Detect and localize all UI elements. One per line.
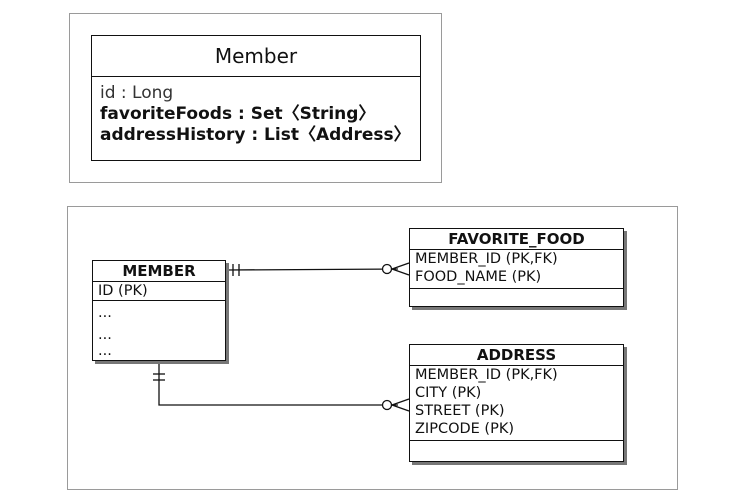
crow-foot-mark xyxy=(391,398,410,406)
address-entity-column: MEMBER_ID (PK,FK) xyxy=(415,367,558,383)
attribute-favorite-foods: favoriteFoods : Set〈String〉 xyxy=(100,104,376,124)
zero-optional-mark xyxy=(381,399,393,411)
address-entity-name: ADDRESS xyxy=(410,345,623,366)
address-entity-column: ZIPCODE (PK) xyxy=(415,421,514,437)
member-entity-column: ... xyxy=(98,343,112,359)
crow-foot-mark xyxy=(391,404,410,412)
favorite-food-entity-column: MEMBER_ID (PK,FK) xyxy=(415,251,558,267)
favorite-food-entity-columns: MEMBER_ID (PK,FK) FOOD_NAME (PK) xyxy=(410,250,623,289)
member-address-relation xyxy=(153,362,410,412)
address-entity-column: CITY (PK) xyxy=(415,385,482,401)
address-entity: ADDRESS MEMBER_ID (PK,FK) CITY (PK) STRE… xyxy=(409,344,624,462)
favorite-food-entity-column: FOOD_NAME (PK) xyxy=(415,269,542,285)
crow-foot-mark xyxy=(391,268,410,276)
zero-optional-mark xyxy=(381,263,393,275)
member-entity: MEMBER ID (PK) ... ... ... xyxy=(92,260,226,361)
member-class-title: Member xyxy=(92,36,420,77)
member-entity-pk: ID (PK) xyxy=(93,282,225,301)
member-class-box: Member id : Long favoriteFoods : Set〈Str… xyxy=(91,35,421,161)
member-entity-column: ... xyxy=(98,327,112,343)
attribute-address-history: addressHistory : List〈Address〉 xyxy=(100,125,411,145)
address-entity-columns: MEMBER_ID (PK,FK) CITY (PK) STREET (PK) … xyxy=(410,366,623,441)
member-class-attributes: id : Long favoriteFoods : Set〈String〉 ad… xyxy=(92,77,420,146)
member-entity-columns: ... ... ... xyxy=(93,301,225,361)
member-entity-name: MEMBER xyxy=(93,261,225,282)
attribute-id: id : Long xyxy=(100,83,174,103)
crow-foot-mark xyxy=(391,262,410,270)
favorite-food-entity-name: FAVORITE_FOOD xyxy=(410,229,623,250)
favorite-food-entity: FAVORITE_FOOD MEMBER_ID (PK,FK) FOOD_NAM… xyxy=(409,228,624,307)
member-favorite-food-relation xyxy=(226,262,410,276)
address-entity-column: STREET (PK) xyxy=(415,403,505,419)
member-entity-column: ... xyxy=(98,305,112,321)
